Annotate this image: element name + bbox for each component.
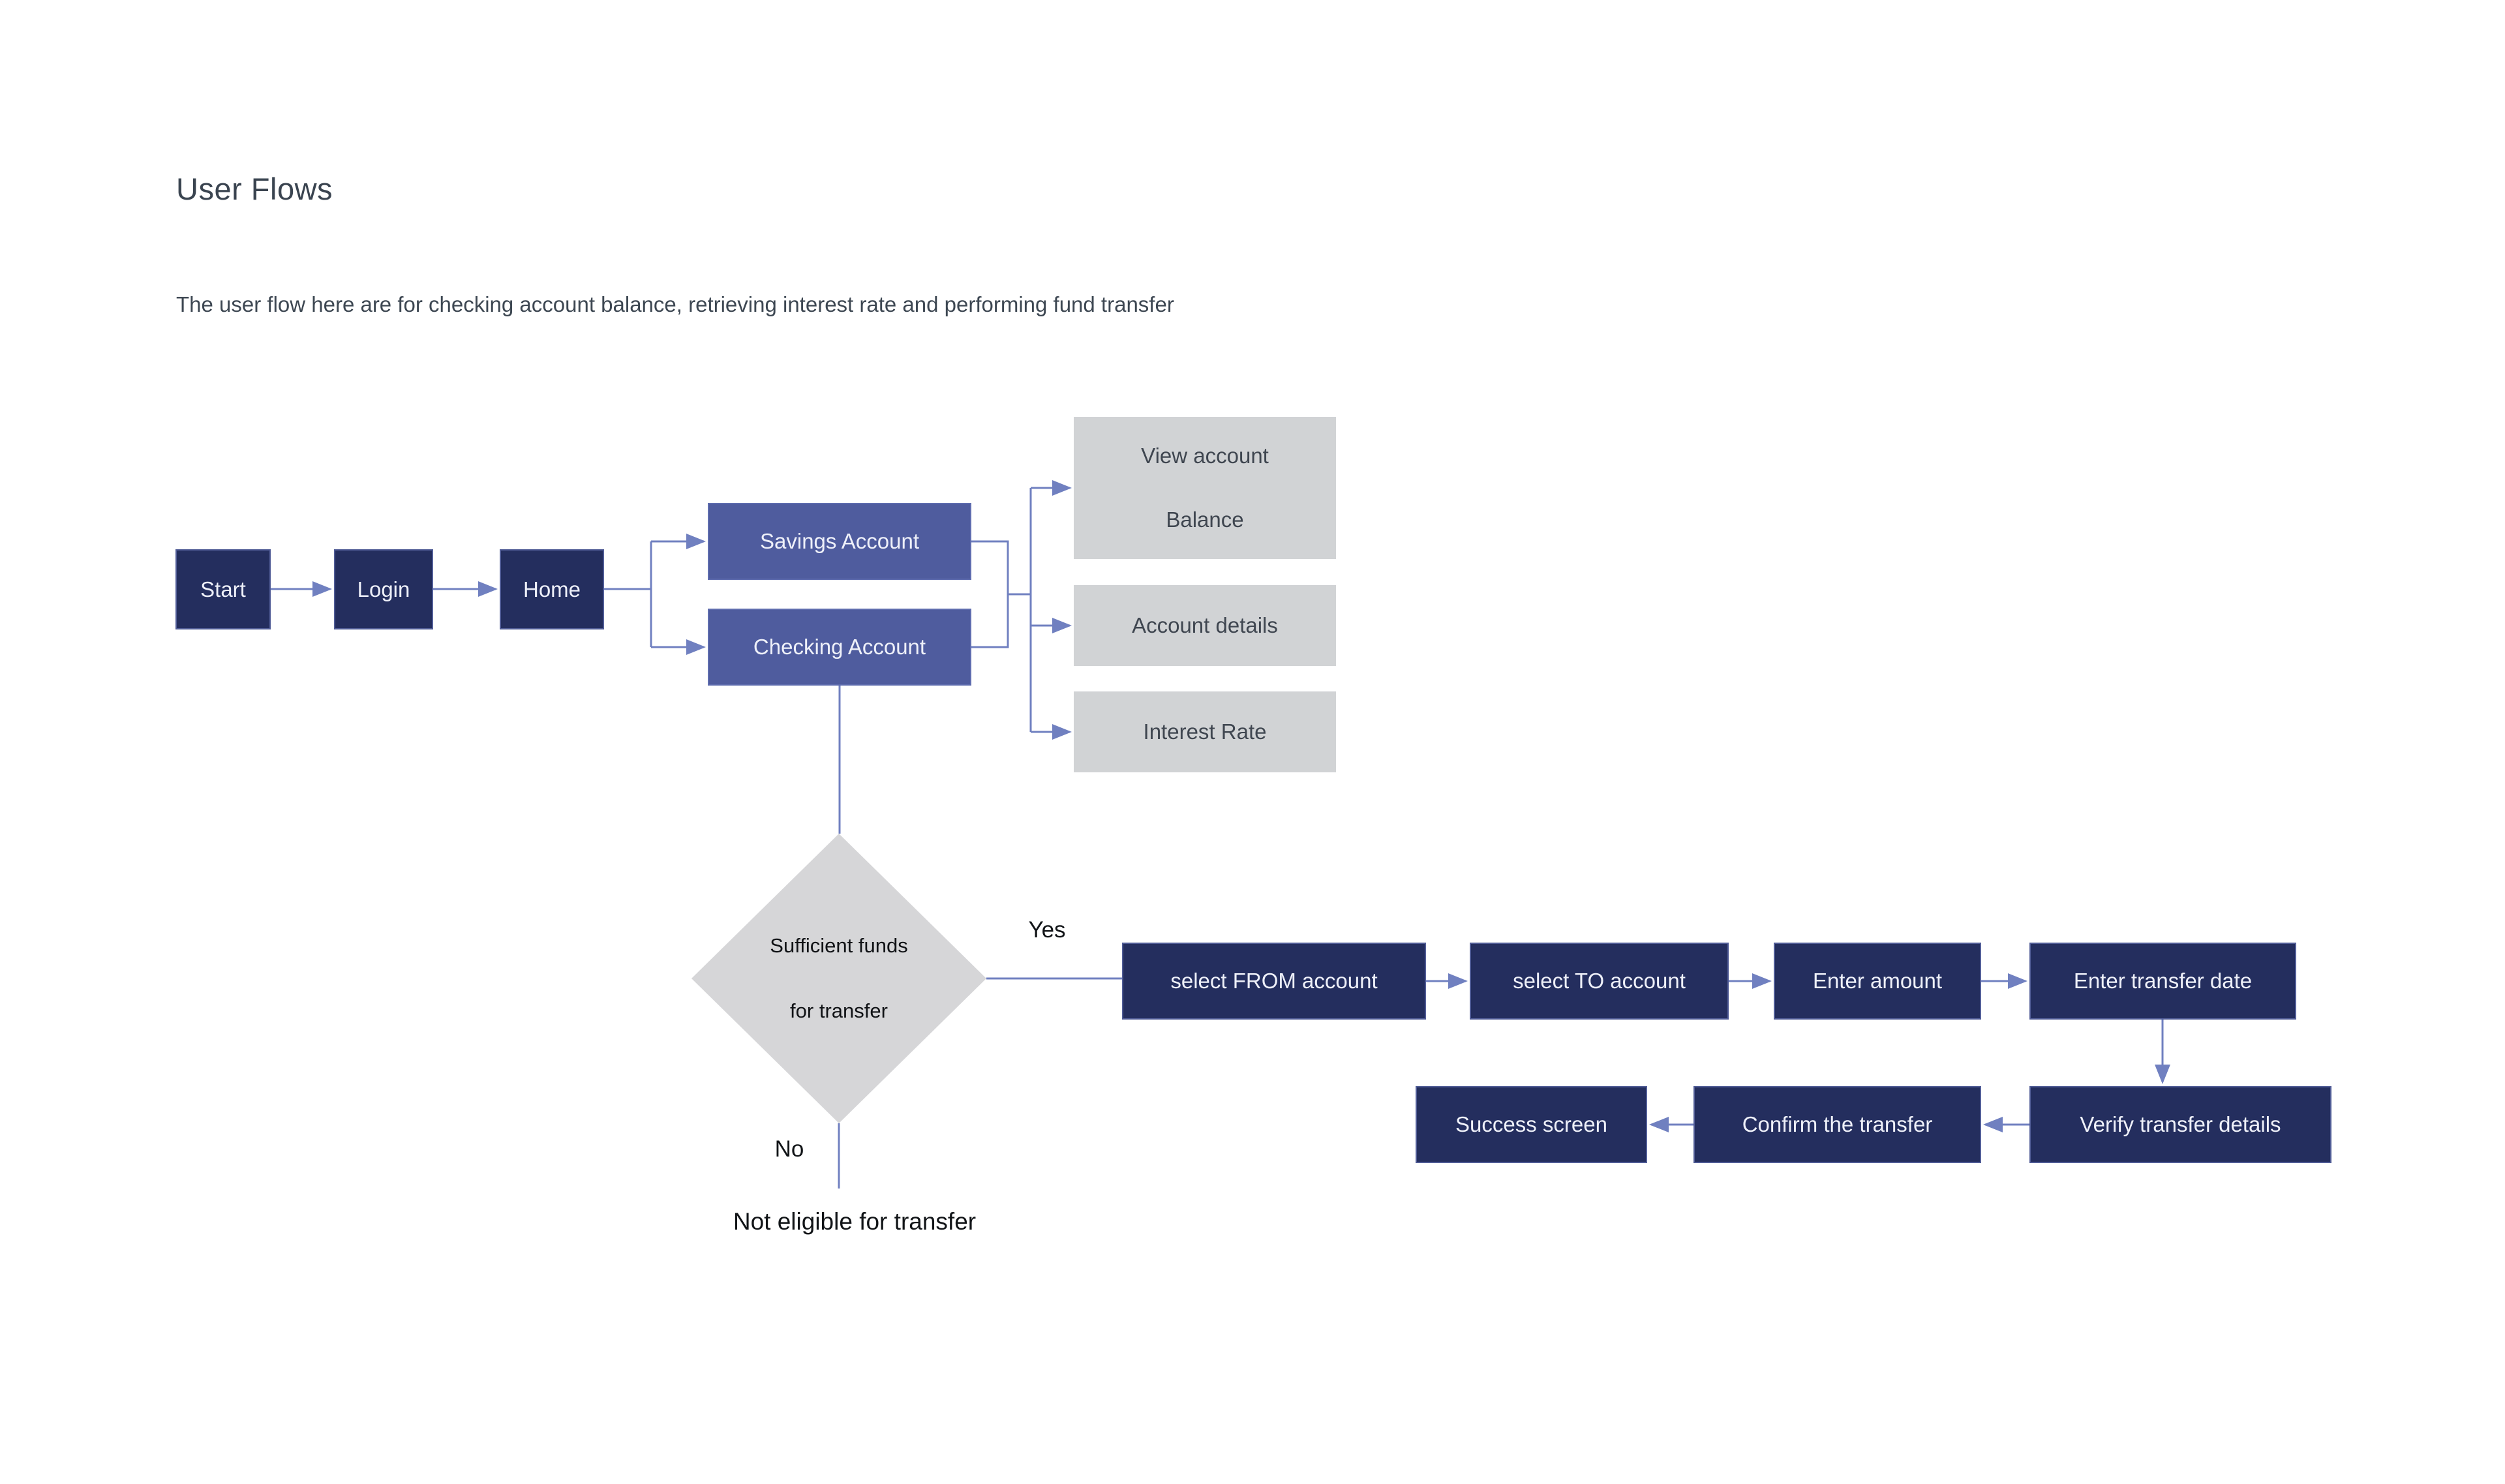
node-select-from-account: select FROM account <box>1122 943 1426 1020</box>
node-confirm-the-transfer-label: Confirm the transfer <box>1742 1112 1933 1137</box>
node-login: Login <box>334 549 433 629</box>
node-decision-line2: for transfer <box>790 999 888 1022</box>
node-select-to-account-label: select TO account <box>1513 969 1686 993</box>
node-interest-rate: Interest Rate <box>1074 691 1336 772</box>
node-home: Home <box>500 549 604 629</box>
node-success-screen-label: Success screen <box>1455 1112 1607 1137</box>
node-view-account-balance-line2: Balance <box>1166 507 1244 532</box>
node-decision-line1: Sufficient funds <box>770 934 908 957</box>
edge-label-yes: Yes <box>1028 917 1066 943</box>
node-start-label: Start <box>200 577 246 601</box>
node-view-account-balance: View account Balance <box>1074 417 1336 559</box>
node-account-details-label: Account details <box>1132 613 1278 638</box>
node-select-from-account-label: select FROM account <box>1170 969 1378 993</box>
node-view-account-balance-line1: View account <box>1141 444 1269 468</box>
page-subtitle: The user flow here are for checking acco… <box>176 292 1174 316</box>
node-success-screen: Success screen <box>1416 1086 1647 1163</box>
node-verify-transfer-details-label: Verify transfer details <box>2080 1112 2281 1137</box>
node-enter-amount-label: Enter amount <box>1812 969 1943 993</box>
page-title: User Flows <box>176 172 333 206</box>
connector-accounts-join <box>971 488 1032 732</box>
decision-diamond-shape <box>691 834 986 1123</box>
node-start: Start <box>175 549 271 629</box>
node-enter-amount: Enter amount <box>1774 943 1981 1020</box>
node-select-to-account: select TO account <box>1470 943 1729 1020</box>
node-confirm-the-transfer: Confirm the transfer <box>1693 1086 1981 1163</box>
node-checking-account-label: Checking Account <box>753 635 926 659</box>
node-login-label: Login <box>357 577 410 601</box>
node-savings-account: Savings Account <box>708 503 971 580</box>
node-enter-transfer-date: Enter transfer date <box>2029 943 2296 1020</box>
node-verify-transfer-details: Verify transfer details <box>2029 1086 2331 1163</box>
node-account-details: Account details <box>1074 585 1336 666</box>
node-interest-rate-label: Interest Rate <box>1143 719 1267 744</box>
node-enter-transfer-date-label: Enter transfer date <box>2073 969 2253 993</box>
node-decision-sufficient-funds: Sufficient funds for transfer <box>708 903 970 1053</box>
node-checking-account: Checking Account <box>708 609 971 686</box>
edge-label-no: No <box>774 1136 804 1162</box>
node-savings-account-label: Savings Account <box>760 529 919 554</box>
connector-home-split <box>604 541 652 647</box>
node-home-label: Home <box>523 577 581 601</box>
edge-label-not-eligible: Not eligible for transfer <box>733 1208 977 1235</box>
